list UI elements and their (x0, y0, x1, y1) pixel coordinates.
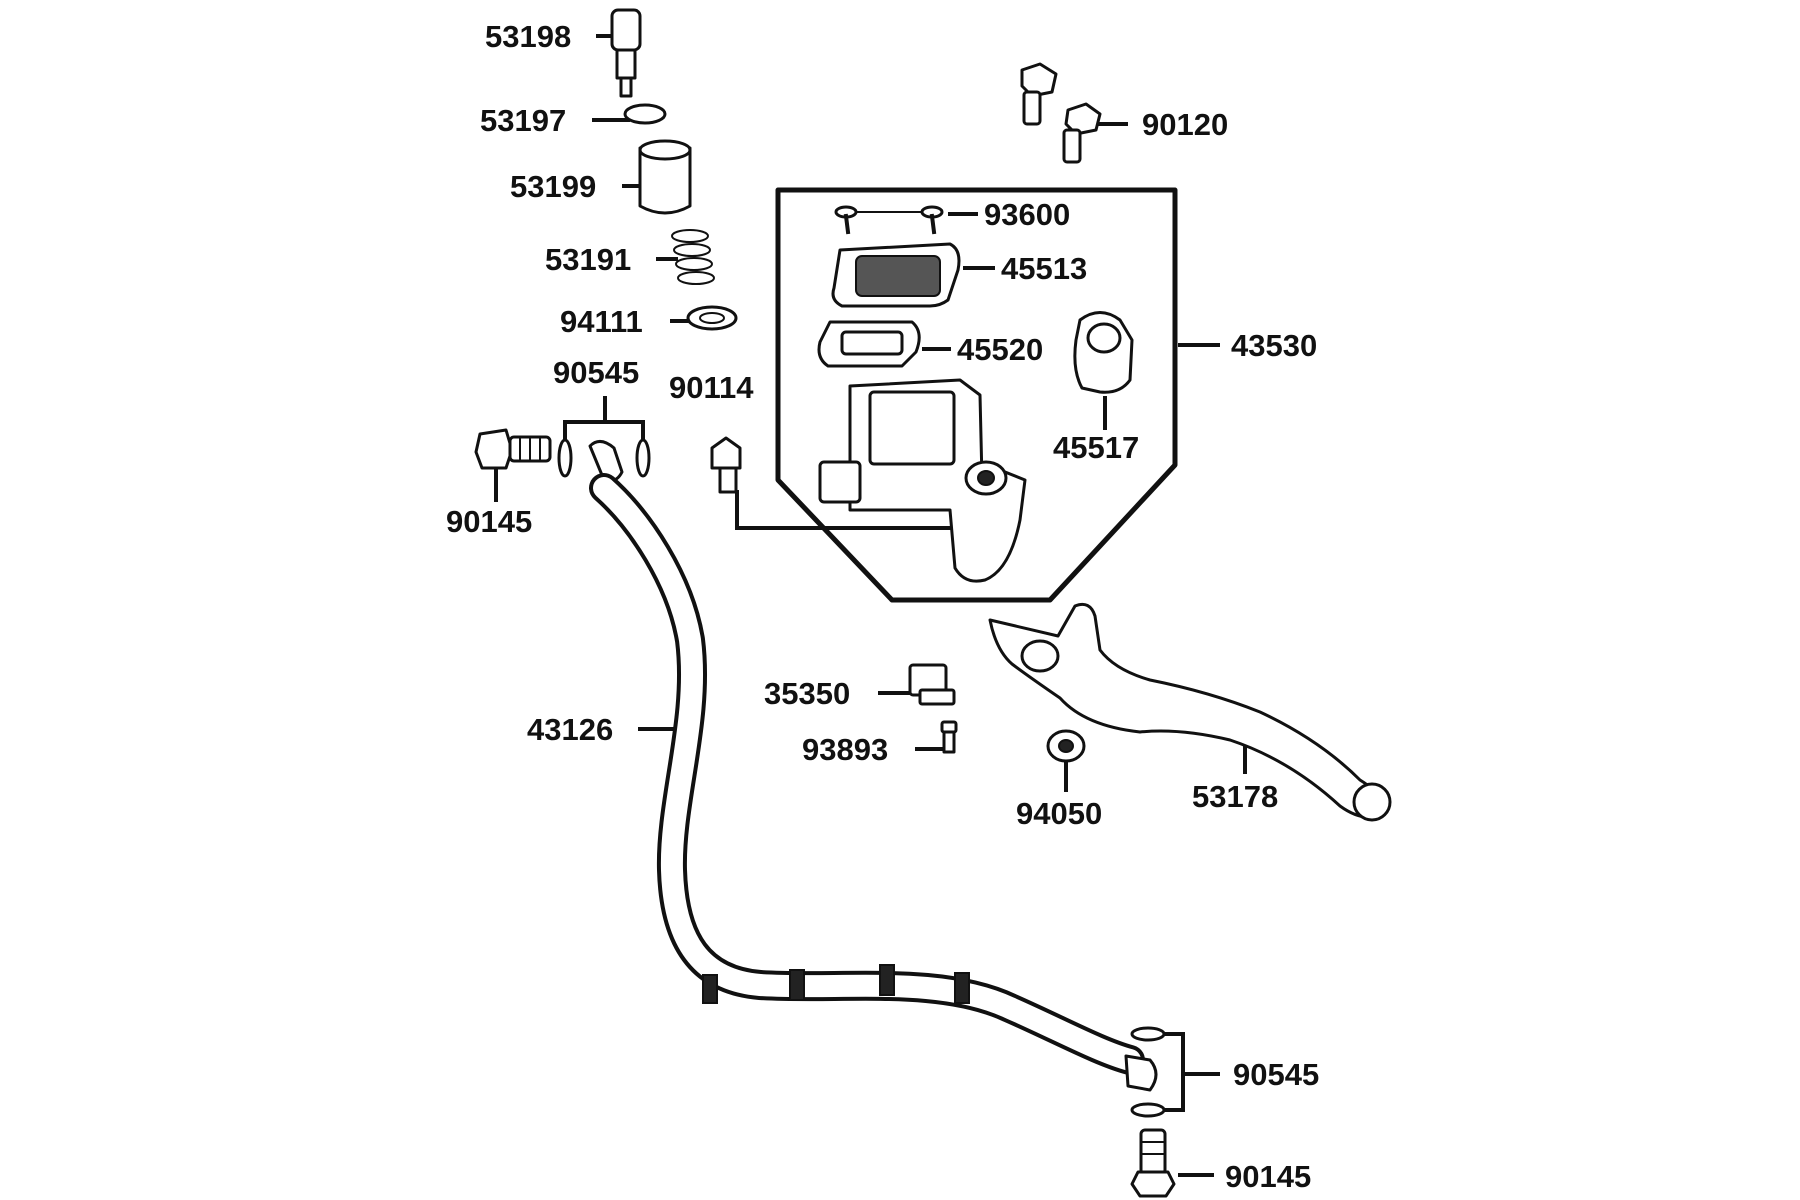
brake-lever-part (988, 602, 1392, 822)
label-90545-top: 90545 (553, 355, 639, 390)
label-90545-bottom: 90545 (1233, 1057, 1319, 1092)
label-93600: 93600 (984, 197, 1070, 232)
cap-screws-part (834, 205, 944, 235)
master-cylinder-assembly-frame (775, 187, 1178, 603)
dust-boot-part (638, 139, 692, 215)
label-53178: 53178 (1192, 779, 1278, 814)
leader-lines (494, 34, 1247, 1177)
sealing-washers-top-part (557, 438, 651, 483)
label-93893: 93893 (802, 732, 888, 767)
brake-switch-part (908, 663, 956, 706)
label-90145-left: 90145 (446, 504, 532, 539)
label-43530: 43530 (1231, 328, 1317, 363)
label-53191: 53191 (545, 242, 631, 277)
label-43126: 43126 (527, 712, 613, 747)
washer-94111-part (686, 305, 738, 331)
reservoir-cap-part (831, 242, 961, 308)
switch-screw-part (940, 720, 958, 754)
label-94050: 94050 (1016, 796, 1102, 831)
label-45517: 45517 (1053, 430, 1139, 465)
label-53199: 53199 (510, 169, 596, 204)
label-53198: 53198 (485, 19, 571, 54)
push-rod-part (610, 8, 642, 98)
label-90145-bottom: 90145 (1225, 1159, 1311, 1194)
banjo-bolt-bottom-part (1130, 1128, 1176, 1198)
label-45513: 45513 (1001, 251, 1087, 286)
label-94111: 94111 (560, 304, 643, 339)
brake-hose-part (589, 473, 1145, 1075)
spring-part (671, 229, 715, 285)
label-53197: 53197 (480, 103, 566, 138)
label-90114: 90114 (669, 370, 754, 405)
lever-bracket-part (1073, 311, 1134, 394)
label-90120: 90120 (1142, 107, 1228, 142)
master-cylinder-body-part (818, 378, 1027, 583)
diaphragm-part (817, 320, 921, 368)
mounting-bolts-part (1020, 62, 1102, 164)
washer-94050-part (1046, 729, 1086, 763)
part-labels: 53198 53197 53199 53191 94111 90545 9014… (446, 19, 1319, 1194)
banjo-bolt-left-part (474, 428, 552, 470)
circlip-part (623, 103, 667, 125)
bleeder-screw-part (710, 436, 742, 494)
sealing-washers-bottom-part (1124, 1026, 1166, 1118)
label-45520: 45520 (957, 332, 1043, 367)
label-35350: 35350 (764, 676, 850, 711)
